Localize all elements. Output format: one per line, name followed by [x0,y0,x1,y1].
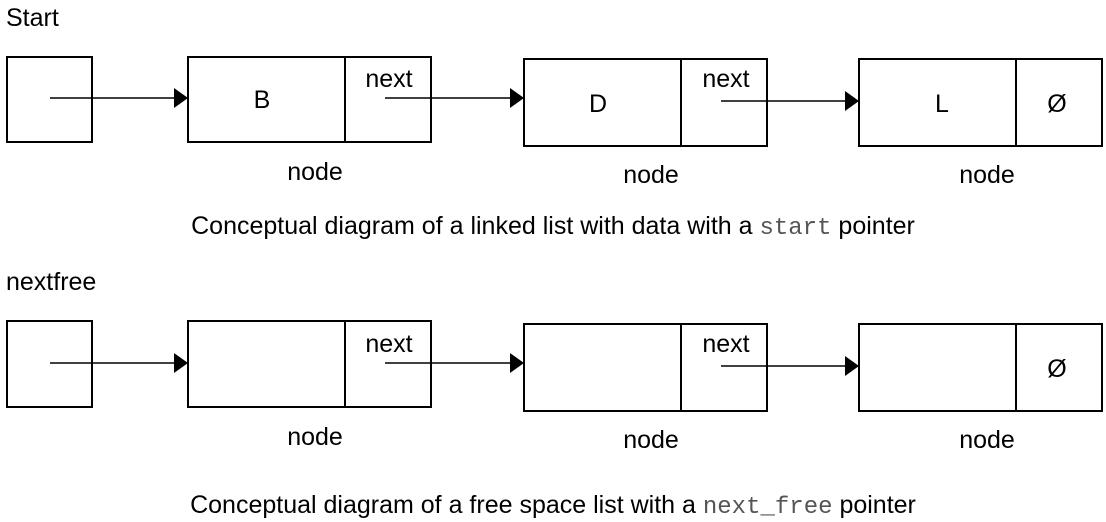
caption-text: pointer [831,212,915,240]
start-pointer-label: Start [6,4,59,32]
free-space-list-diagram: next node next node Ø node [6,320,1103,454]
node-2: next node [523,323,768,454]
node-1: next node [187,320,432,451]
free-space-list-caption: Conceptual diagram of a free space list … [0,491,1106,521]
caption-code: next_free [702,494,833,521]
caption-code: start [759,215,832,242]
arrow-node-1-to-node-2 [385,353,524,373]
node-2: D next node [523,58,768,189]
node-data-label: D [589,90,607,118]
caption-text: Conceptual diagram of a linked list with… [191,212,760,240]
caption-text: pointer [832,491,916,519]
node-caption: node [287,423,343,451]
node-caption: node [959,161,1015,189]
node-caption: node [287,158,343,186]
node-caption: node [623,161,679,189]
caption-text: Conceptual diagram of a free space list … [190,491,703,519]
node-caption: node [959,426,1015,454]
node-box [858,58,1103,147]
node-1: B next node [187,56,432,186]
node-next-label: next [365,330,412,358]
arrow-node-2-to-node-3 [721,91,859,111]
node-box [187,320,432,408]
node-box [858,323,1103,412]
node-box [523,323,768,412]
node-3: Ø node [858,323,1103,454]
node-box [187,56,432,143]
arrow-node-2-to-node-3 [721,356,859,376]
node-caption: node [623,426,679,454]
node-data-label: L [935,90,949,118]
start-pointer-box [6,56,93,143]
arrow-nextfree-to-node-1 [50,353,188,373]
node-3: L Ø node [858,58,1103,189]
nextfree-pointer-box [6,320,93,408]
arrow-start-to-node-1 [50,88,188,108]
node-next-label: next [702,65,749,93]
node-next-label: next [702,330,749,358]
linked-list-caption: Conceptual diagram of a linked list with… [0,212,1106,242]
node-box [523,58,768,147]
null-pointer-label: Ø [1047,355,1066,383]
node-next-label: next [365,65,412,93]
nextfree-pointer-label: nextfree [6,268,97,296]
node-data-label: B [254,86,271,114]
linked-list-diagram: B next node D next node L Ø node [6,56,1103,189]
null-pointer-label: Ø [1047,90,1066,118]
arrow-node-1-to-node-2 [385,88,524,108]
